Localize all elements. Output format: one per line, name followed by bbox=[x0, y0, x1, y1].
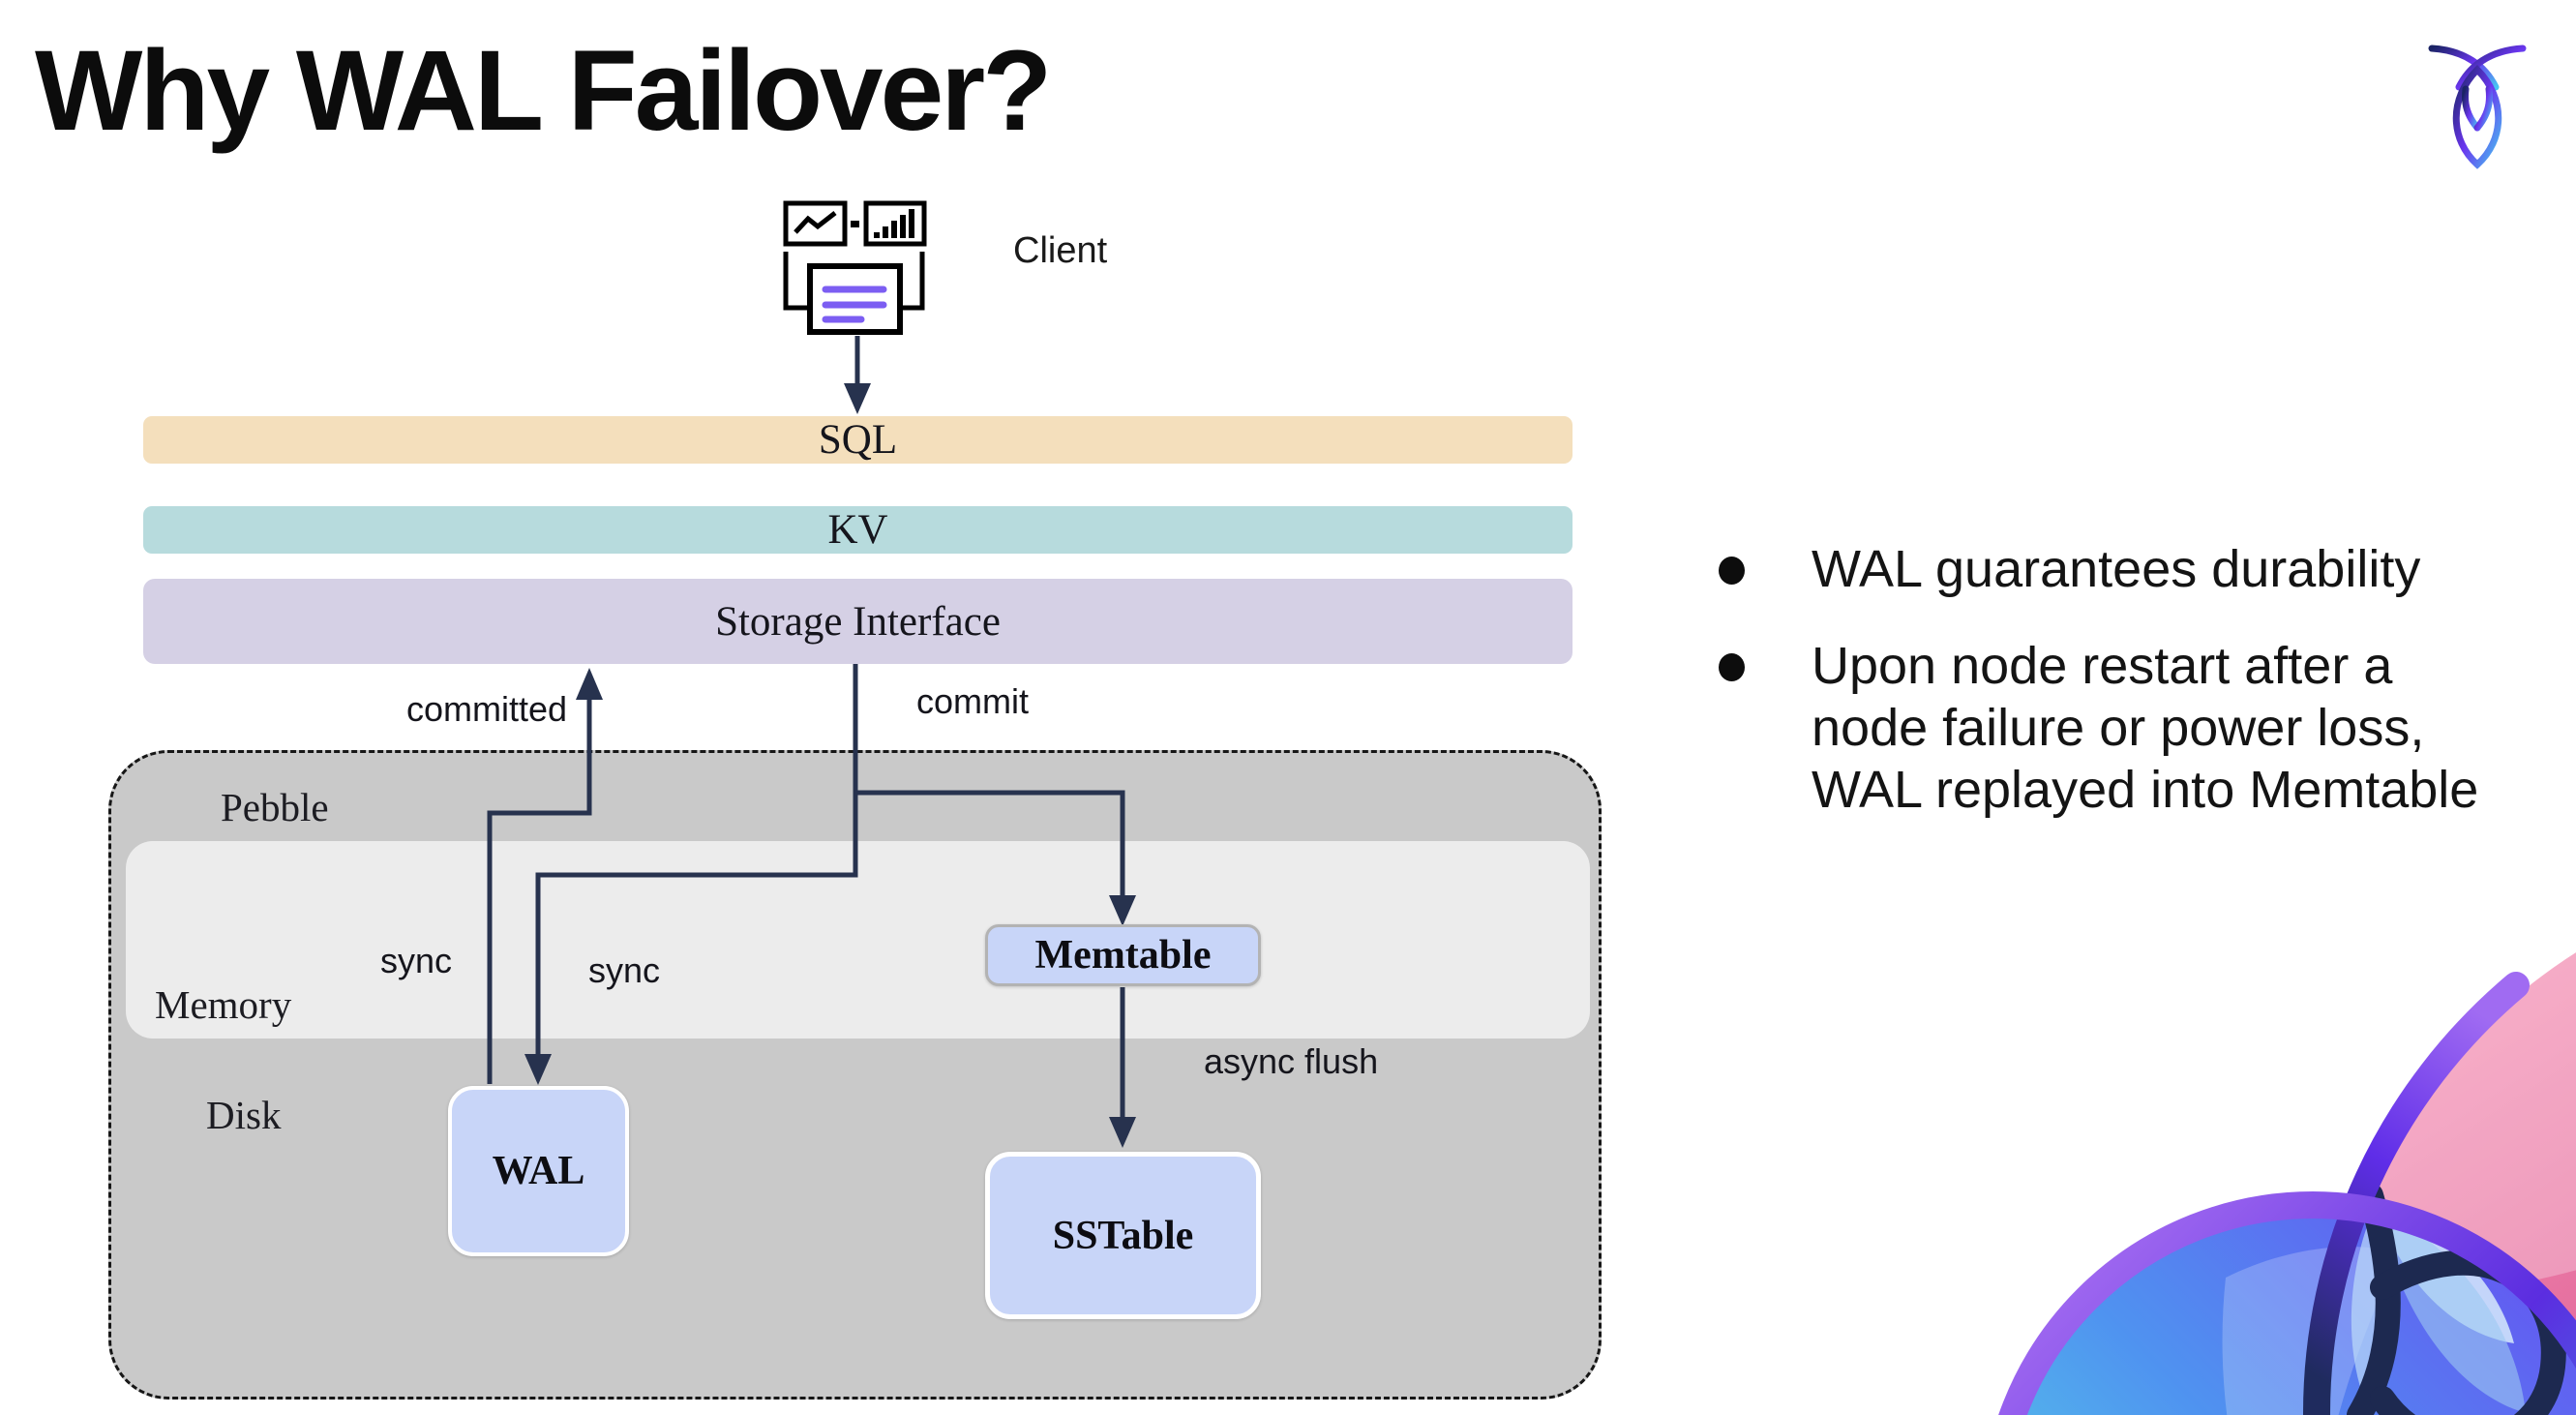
cockroachdb-logo-icon bbox=[2428, 45, 2527, 169]
sstable-box: SSTable bbox=[985, 1152, 1261, 1319]
kv-layer-bar: KV bbox=[143, 506, 1573, 554]
commit-label: commit bbox=[916, 681, 1029, 721]
storage-interface-bar: Storage Interface bbox=[143, 579, 1573, 664]
memtable-box: Memtable bbox=[985, 924, 1261, 986]
line-chart-icon bbox=[783, 200, 848, 247]
bullet-item: Upon node restart after a node failure o… bbox=[1719, 635, 2493, 821]
bullet-list: WAL guarantees durability Upon node rest… bbox=[1719, 538, 2493, 821]
page-title: Why WAL Failover? bbox=[35, 27, 1052, 155]
sync-right-label: sync bbox=[588, 950, 661, 990]
sql-layer-bar: SQL bbox=[143, 416, 1573, 464]
committed-label: committed bbox=[406, 689, 568, 729]
arrowhead-client bbox=[844, 383, 871, 414]
document-icon bbox=[783, 252, 925, 335]
bullet-dot bbox=[1719, 653, 1745, 681]
bar-chart-icon bbox=[863, 200, 927, 247]
wal-box: WAL bbox=[448, 1086, 629, 1256]
bullet-item: WAL guarantees durability bbox=[1719, 538, 2493, 600]
bullet-text: WAL guarantees durability bbox=[1812, 540, 2421, 598]
pebble-label: Pebble bbox=[221, 785, 329, 829]
brand-decoration-art bbox=[1998, 928, 2576, 1415]
bullet-text: Upon node restart after a node failure o… bbox=[1812, 637, 2479, 819]
arrowhead-committed bbox=[576, 668, 603, 700]
memory-label: Memory bbox=[155, 982, 292, 1027]
memory-band bbox=[126, 841, 1590, 1039]
dash-glyph bbox=[851, 221, 859, 227]
sync-left-label: sync bbox=[380, 941, 453, 980]
bullet-dot bbox=[1719, 557, 1745, 585]
client-icon bbox=[783, 200, 927, 335]
client-label: Client bbox=[1013, 230, 1108, 271]
async-flush-label: async flush bbox=[1204, 1041, 1379, 1081]
disk-label: Disk bbox=[206, 1093, 282, 1137]
